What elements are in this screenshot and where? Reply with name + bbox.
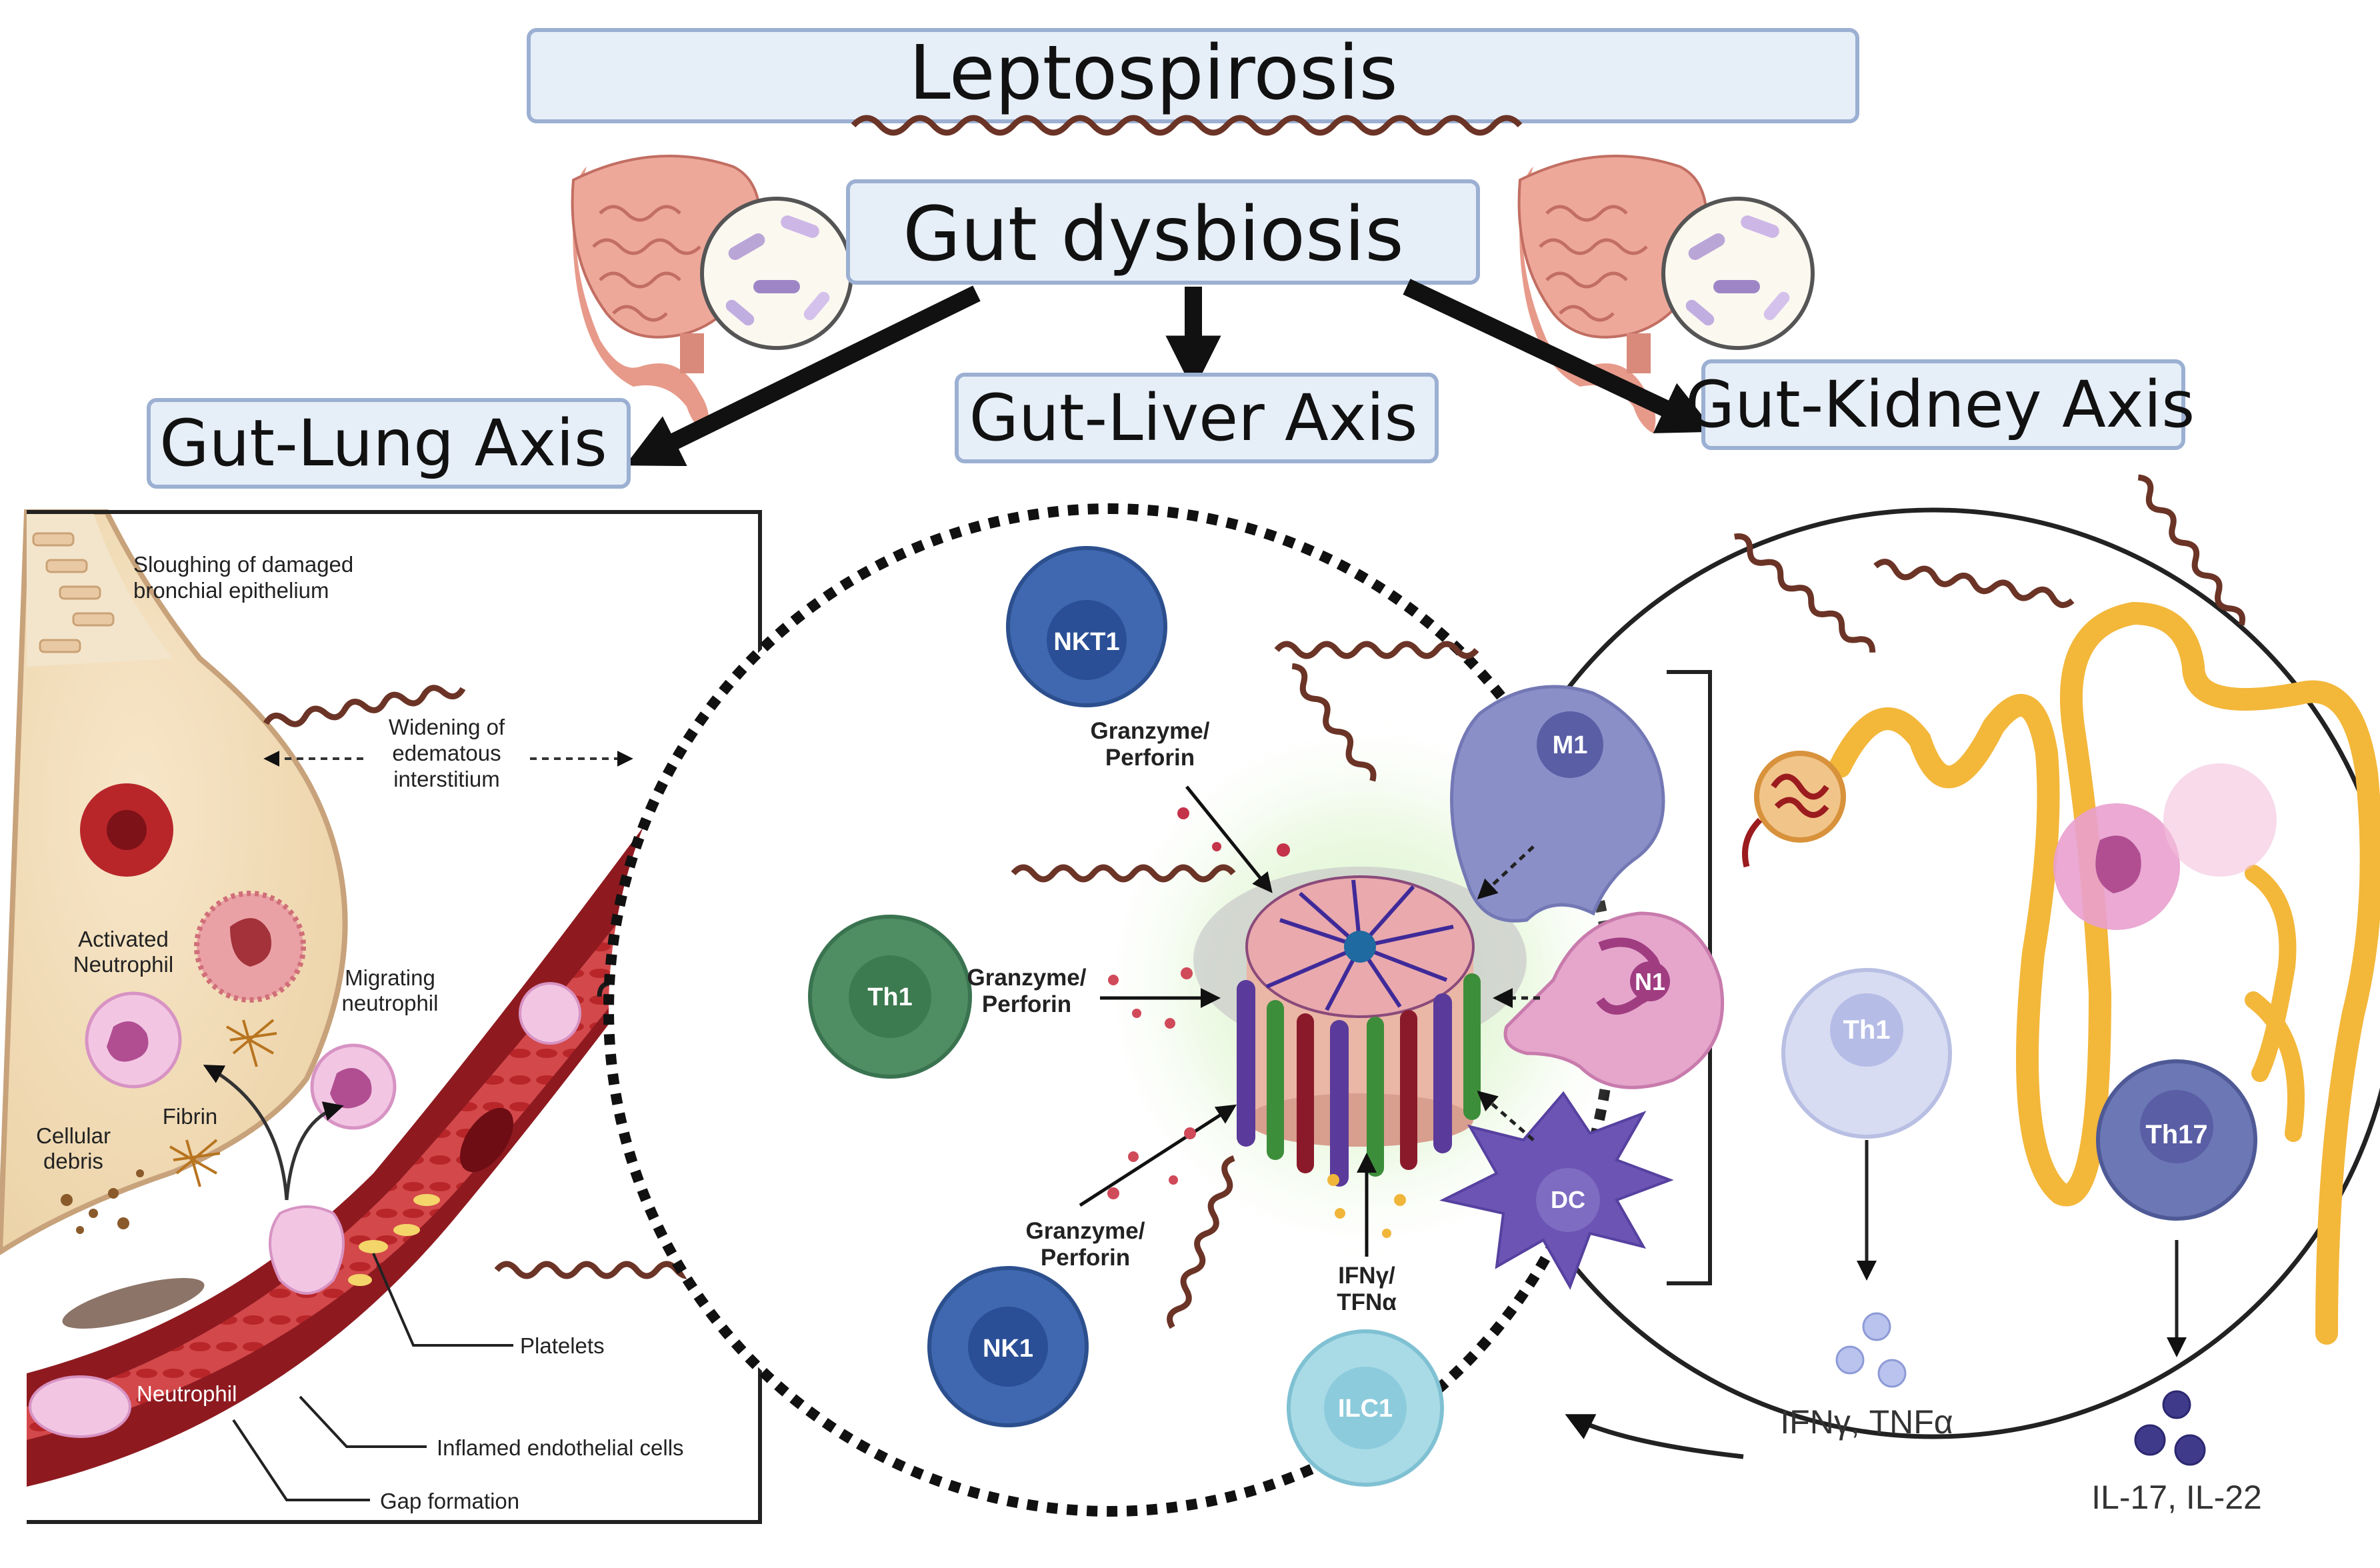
arrow-m1	[1477, 845, 1535, 900]
cytokine-dots-ilc	[1327, 1174, 1406, 1238]
gut-lung-axis-text: Gut-Lung Axis	[159, 406, 607, 481]
debris-cloud	[2163, 763, 2277, 877]
gut-kidney-axis-text: Gut-Kidney Axis	[1685, 367, 2195, 442]
label-fibrin: Fibrin	[163, 1104, 218, 1129]
arrow-migration-1	[203, 1065, 289, 1201]
th1-liver-label: Th1	[867, 983, 913, 1011]
nk1-label: NK1	[983, 1335, 1033, 1363]
fibrin-mesh	[169, 1019, 277, 1187]
dc-label: DC	[1551, 1186, 1585, 1213]
arrow-granzyme-bottom	[1079, 1104, 1237, 1207]
leptospira-kidney-2	[1873, 559, 2075, 608]
n1-label: N1	[1635, 968, 1665, 995]
th17-label: Th17	[2145, 1120, 2207, 1149]
arrow-to-lung	[625, 285, 981, 467]
leptospira-liver-4	[1167, 1155, 1235, 1329]
title-leptospirosis: Leptospirosis	[527, 28, 1859, 136]
neutrophil-bottom	[29, 1375, 131, 1438]
label-migrating-2: neutrophil	[342, 991, 439, 1015]
bacteria-magnifier-icon	[700, 197, 853, 350]
glomerulus	[1754, 751, 1846, 843]
label-widening-3: interstitium	[393, 767, 500, 791]
granzyme-bottom-1: Granzyme/	[1026, 1218, 1145, 1244]
debris-dots	[61, 1169, 144, 1234]
transmigrating-neutrophil	[269, 1205, 345, 1295]
granzyme-top-2: Perforin	[1105, 745, 1195, 771]
nkt1-label: NKT1	[1053, 628, 1119, 656]
arrow-kidney-to-liver	[1565, 1414, 1744, 1459]
granzyme-left-1: Granzyme/	[967, 965, 1087, 991]
kidney-panel: Th1 IFNγ, TNFα Th17 IL-17, IL-22	[1467, 474, 2380, 1516]
granule-dots-top	[1177, 807, 1290, 857]
ifn-tfn-1: IFNγ/	[1338, 1263, 1395, 1289]
title-leptospirosis-text: Leptospirosis	[909, 30, 1397, 117]
leader-platelets	[372, 1253, 513, 1347]
leptospira-kidney-1	[1734, 533, 1876, 653]
label-inflamed-endothelial: Inflamed endothelial cells	[437, 1435, 684, 1460]
label-activated-2: Neutrophil	[73, 952, 173, 977]
neutrophil-vessel	[519, 982, 581, 1045]
title-gut-kidney-axis: Gut-Kidney Axis	[1685, 359, 2195, 450]
gut-liver-axis-text: Gut-Liver Axis	[969, 381, 1418, 455]
title-gut-dysbiosis-text: Gut dysbiosis	[903, 191, 1404, 278]
epithelium-cells	[32, 532, 115, 653]
granzyme-bottom-2: Perforin	[1041, 1245, 1130, 1271]
leptospira-liver-1	[1274, 641, 1479, 659]
lung-panel: Sloughing of damaged bronchial epitheliu…	[0, 509, 762, 1524]
arrow-migration-2	[285, 1101, 344, 1201]
bacteria-magnifier-icon-right	[1661, 197, 1815, 350]
arrow-granzyme-top	[1185, 785, 1273, 893]
granzyme-top-1: Granzyme/	[1091, 718, 1210, 744]
label-platelets: Platelets	[520, 1333, 605, 1358]
title-gut-dysbiosis: Gut dysbiosis	[846, 179, 1480, 285]
ifn-tnf-particles	[1835, 1312, 1907, 1388]
granule-dots-bottom	[1107, 1127, 1196, 1199]
title-gut-liver-axis: Gut-Liver Axis	[955, 373, 1439, 463]
leptospira-title	[851, 115, 1523, 136]
label-neutrophil: Neutrophil	[137, 1381, 237, 1406]
label-widening-1: Widening of	[389, 715, 505, 739]
label-activated-1: Activated	[78, 927, 169, 951]
granule-dots-left	[1108, 967, 1193, 1029]
ifn-tnf-label: IFNγ, TNFα	[1780, 1403, 1953, 1441]
granzyme-left-2: Perforin	[982, 991, 1071, 1017]
label-gap-formation: Gap formation	[380, 1489, 519, 1513]
label-debris-1: Cellular	[36, 1123, 111, 1148]
red-cell-vessel	[460, 1107, 513, 1173]
label-debris-2: debris	[43, 1149, 103, 1173]
leptospira-liver-3	[1291, 663, 1377, 782]
il17-il22-label: IL-17, IL-22	[2091, 1479, 2262, 1516]
liver-panel: NKT1 Granzyme/ Perforin Th1 Granzyme/ Pe…	[603, 503, 1725, 1517]
liver-lobule	[1193, 867, 1527, 1187]
leader-gap	[232, 1419, 370, 1501]
il-particles	[2134, 1390, 2206, 1466]
lobule-vessels	[1237, 973, 1481, 1187]
th1-kidney-label: Th1	[1843, 1015, 1890, 1045]
endothelial-cell	[62, 1278, 205, 1329]
intestine-icon-right	[1517, 155, 1709, 433]
label-migrating-1: Migrating	[345, 965, 435, 990]
n1-neutrophil	[1503, 911, 1725, 1089]
leptospira-lung-1	[263, 685, 466, 727]
label-widening-2: edematous	[392, 741, 501, 765]
label-sloughing-1: Sloughing of damaged	[133, 552, 353, 577]
arrow-to-kidney	[1403, 279, 1715, 433]
leader-endothelial	[299, 1395, 427, 1448]
ilc1-label: ILC1	[1338, 1395, 1393, 1423]
m1-macrophage	[1450, 685, 1665, 923]
m1-label: M1	[1553, 731, 1588, 759]
leptospira-kidney-3	[2137, 474, 2245, 626]
label-sloughing-2: bronchial epithelium	[133, 578, 329, 603]
title-gut-lung-axis: Gut-Lung Axis	[147, 398, 631, 489]
ifn-tfn-2: TFNα	[1337, 1289, 1397, 1315]
leptospira-liver-2	[1011, 864, 1236, 883]
